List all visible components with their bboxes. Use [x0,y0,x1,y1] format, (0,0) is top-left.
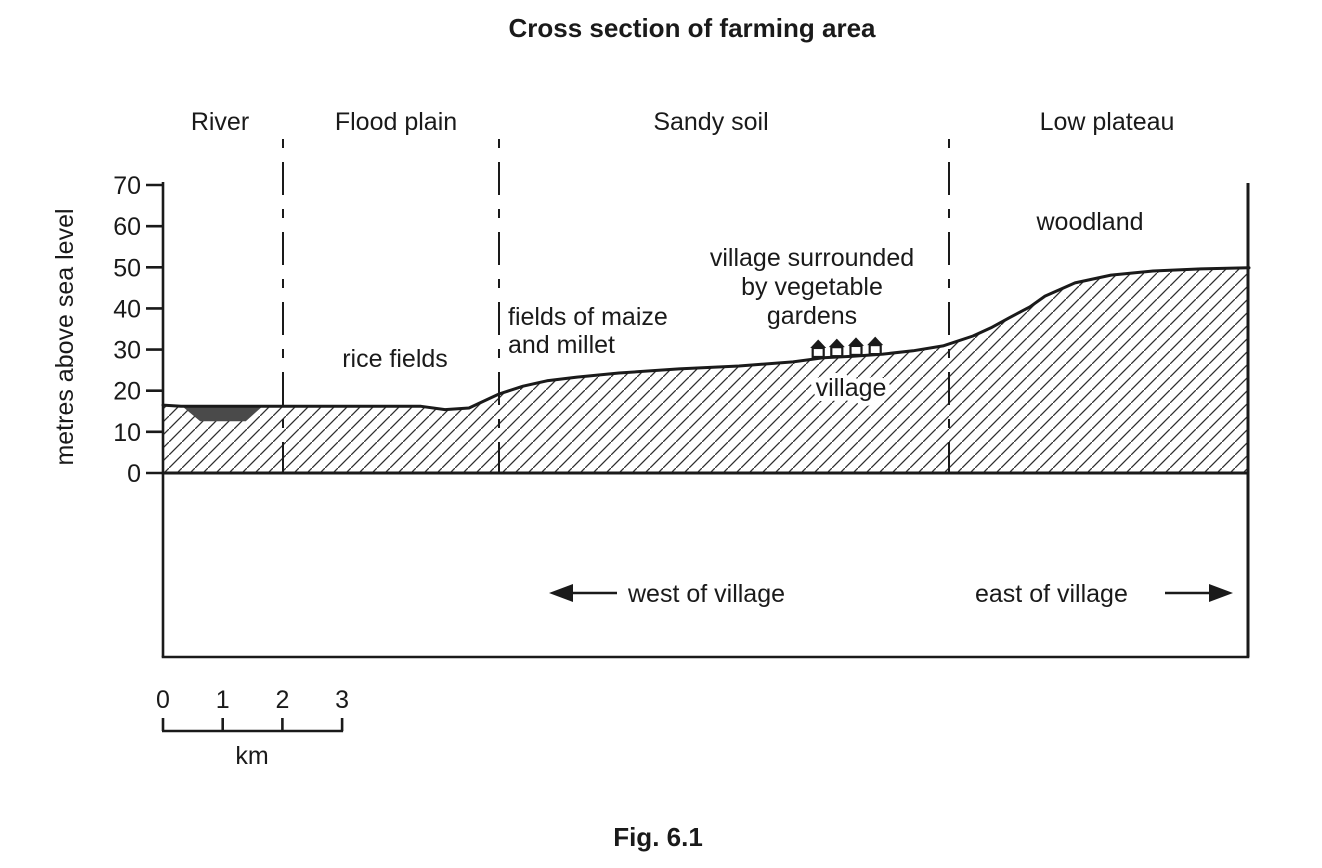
y-tick-label-50: 50 [113,254,141,282]
y-tick-label-10: 10 [113,419,141,447]
scale-tick-label-0: 0 [156,686,170,714]
maize-label-line1: fields of maize [508,303,668,331]
zone-label-sandy-soil: Sandy soil [653,108,768,136]
zone-label-river: River [191,108,249,136]
house-icon [848,337,864,357]
y-axis-title: metres above sea level [51,208,79,465]
village-houses [810,336,884,359]
y-tick-label-70: 70 [113,172,141,200]
scale-tick-label-2: 2 [275,686,289,714]
y-tick-label-60: 60 [113,213,141,241]
village-label: village [816,374,887,402]
scale-tick-label-1: 1 [216,686,230,714]
figure-caption: Fig. 6.1 [613,822,703,852]
zone-label-low-plateau: Low plateau [1040,108,1175,136]
rice-fields-label: rice fields [342,345,448,373]
village-surrounded-line3: gardens [767,302,857,330]
figure-title: Cross section of farming area [509,13,877,43]
y-axis-ticks: 0 10 20 30 40 50 60 70 [113,172,164,488]
house-icon [828,338,845,358]
scale-tick-label-3: 3 [335,686,349,714]
east-of-village-label: east of village [975,580,1128,608]
terrain-layer [161,266,1251,472]
maize-label-line2: and millet [508,331,615,359]
scale-unit-label: km [235,742,268,770]
house-icon [810,339,827,359]
east-arrow-icon [1165,584,1233,602]
west-arrow-icon [549,584,617,602]
scale-bar: 0 1 2 3 [156,686,349,733]
zone-boundary-lines [282,139,950,472]
y-tick-label-20: 20 [113,378,141,406]
west-of-village-label: west of village [627,580,785,608]
y-tick-label-30: 30 [113,337,141,365]
y-tick-label-40: 40 [113,295,141,323]
village-surrounded-line1: village surrounded [710,244,914,272]
river-water [182,406,262,422]
village-surrounded-line2: by vegetable [741,273,883,301]
land-hatched-area [163,267,1249,472]
y-tick-label-0: 0 [127,460,141,488]
woodland-label: woodland [1035,208,1143,236]
house-icon [867,336,884,356]
zone-label-flood-plain: Flood plain [335,108,457,136]
